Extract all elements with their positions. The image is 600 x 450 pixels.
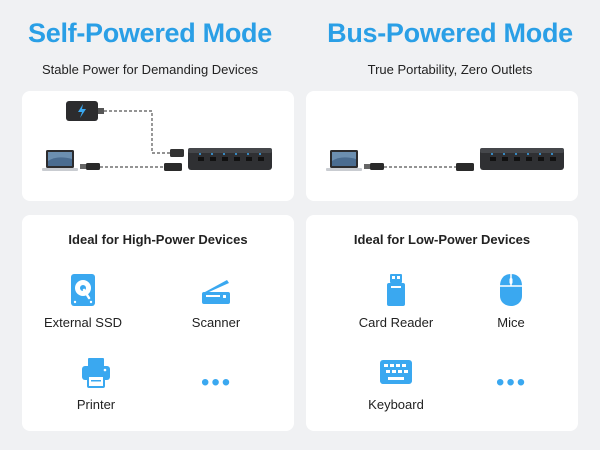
scanner-icon (202, 280, 230, 304)
more-devices-icon: ••• (201, 369, 233, 396)
laptop-icon (42, 150, 78, 171)
self-powered-diagram (22, 91, 294, 201)
printer-icon (82, 358, 110, 388)
hard-drive-icon (71, 274, 95, 306)
device-label: Keyboard (368, 397, 424, 412)
more-devices-icon: ••• (496, 369, 528, 396)
self-powered-column: Self-Powered Mode Stable Power for Deman… (22, 18, 294, 431)
low-power-devices-panel: Ideal for Low-Power Devices Card Reader … (306, 215, 578, 431)
laptop-icon (326, 150, 362, 171)
self-powered-title: Self-Powered Mode (28, 18, 272, 48)
device-mice: Mice (456, 272, 566, 330)
device-label: Printer (76, 397, 116, 412)
mouse-icon (500, 274, 522, 306)
usb-hub-icon (188, 148, 272, 170)
low-power-devices-title: Ideal for Low-Power Devices (353, 232, 531, 247)
self-powered-subtitle: Stable Power for Demanding Devices (41, 62, 259, 77)
device-label: External SSD (43, 315, 123, 330)
bus-powered-diagram (306, 91, 578, 201)
device-card-reader: Card Reader (341, 272, 451, 330)
device-scanner: Scanner (161, 272, 271, 330)
usb-hub-icon (480, 148, 564, 170)
device-label: Scanner (191, 315, 241, 330)
device-keyboard: Keyboard (341, 354, 451, 412)
device-printer: Printer (46, 354, 146, 412)
keyboard-icon (380, 360, 412, 384)
device-label: Card Reader (358, 315, 434, 330)
device-external-ssd: External SSD (28, 272, 138, 330)
bus-powered-subtitle: True Portability, Zero Outlets (367, 62, 533, 77)
power-adapter-icon (66, 101, 98, 121)
high-power-devices-panel: Ideal for High-Power Devices External SS… (22, 215, 294, 431)
bus-powered-title: Bus-Powered Mode (327, 18, 573, 48)
card-reader-icon (387, 274, 405, 306)
high-power-devices-title: Ideal for High-Power Devices (68, 232, 248, 247)
device-label: Mice (497, 315, 525, 330)
bus-powered-column: Bus-Powered Mode True Portability, Zero … (300, 0, 600, 450)
